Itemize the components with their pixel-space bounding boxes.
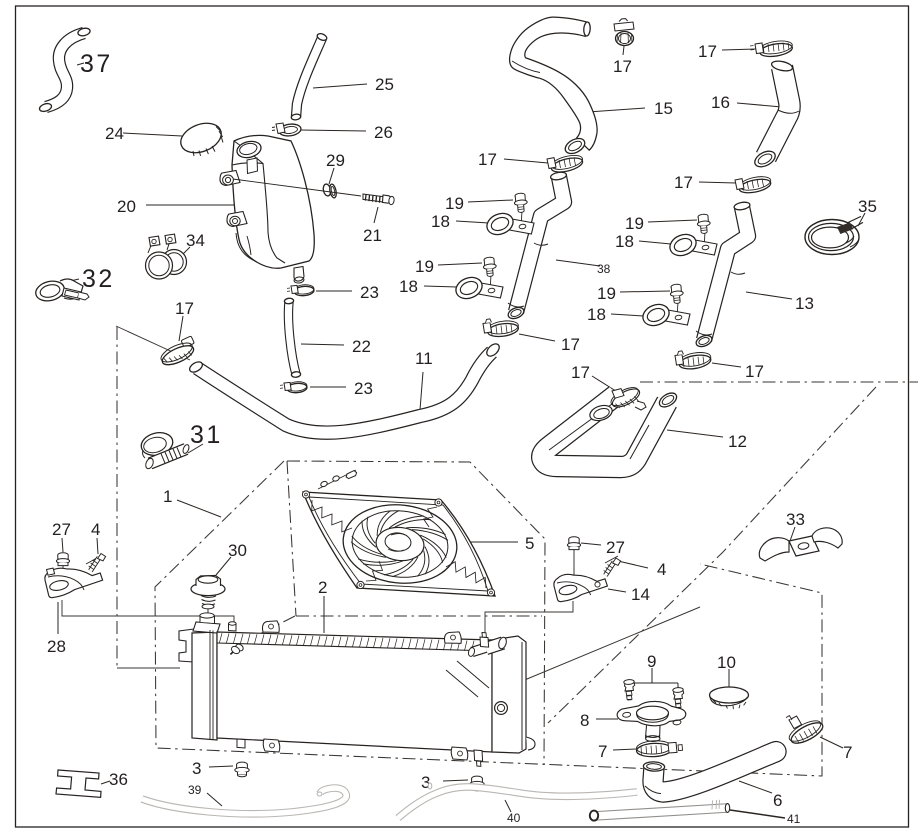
svg-text:17: 17: [745, 362, 764, 381]
svg-text:31: 31: [190, 421, 223, 449]
svg-text:18: 18: [615, 232, 634, 251]
svg-text:38: 38: [597, 262, 611, 276]
svg-text:3: 3: [192, 759, 201, 778]
svg-text:7: 7: [598, 742, 607, 761]
svg-text:24: 24: [105, 124, 124, 143]
svg-text:29: 29: [326, 151, 345, 170]
svg-text:11: 11: [415, 349, 433, 368]
svg-text:26: 26: [374, 123, 393, 142]
svg-text:21: 21: [363, 226, 382, 245]
svg-text:35: 35: [858, 197, 877, 216]
svg-text:23: 23: [360, 283, 379, 302]
svg-text:7: 7: [843, 743, 852, 762]
svg-text:23: 23: [354, 379, 373, 398]
svg-text:17: 17: [571, 363, 590, 382]
svg-text:17: 17: [478, 150, 497, 169]
svg-text:17: 17: [613, 57, 632, 76]
svg-text:33: 33: [786, 510, 805, 529]
svg-text:16: 16: [711, 93, 730, 112]
svg-text:27: 27: [52, 520, 71, 539]
svg-text:25: 25: [375, 75, 394, 94]
svg-text:9: 9: [647, 652, 656, 671]
svg-text:3: 3: [421, 773, 430, 792]
svg-text:36: 36: [109, 770, 128, 789]
svg-text:37: 37: [80, 50, 113, 78]
svg-text:4: 4: [91, 520, 100, 539]
svg-text:27: 27: [606, 538, 625, 557]
svg-text:14: 14: [631, 585, 650, 604]
svg-text:17: 17: [698, 42, 717, 61]
svg-text:34: 34: [186, 231, 205, 250]
svg-text:18: 18: [399, 277, 418, 296]
svg-text:22: 22: [352, 337, 371, 356]
svg-text:18: 18: [431, 212, 450, 231]
svg-text:28: 28: [47, 637, 66, 656]
svg-text:19: 19: [415, 257, 434, 276]
svg-text:4: 4: [657, 560, 666, 579]
svg-text:12: 12: [728, 432, 747, 451]
svg-text:19: 19: [625, 214, 644, 233]
svg-text:8: 8: [580, 711, 589, 730]
svg-text:19: 19: [445, 194, 464, 213]
svg-text:10: 10: [717, 653, 736, 672]
svg-text:41: 41: [787, 812, 801, 826]
svg-text:20: 20: [117, 197, 136, 216]
svg-text:5: 5: [525, 534, 534, 553]
svg-text:13: 13: [795, 294, 814, 313]
svg-text:17: 17: [175, 299, 194, 318]
svg-text:6: 6: [773, 791, 782, 810]
svg-text:40: 40: [507, 811, 521, 825]
svg-text:39: 39: [188, 783, 202, 797]
svg-text:30: 30: [228, 541, 247, 560]
svg-text:1: 1: [163, 487, 172, 506]
svg-text:17: 17: [561, 335, 580, 354]
svg-text:19: 19: [597, 284, 616, 303]
svg-text:18: 18: [587, 305, 606, 324]
svg-text:15: 15: [654, 99, 673, 118]
svg-text:2: 2: [318, 578, 327, 597]
svg-text:17: 17: [674, 173, 693, 192]
svg-text:32: 32: [82, 265, 115, 293]
